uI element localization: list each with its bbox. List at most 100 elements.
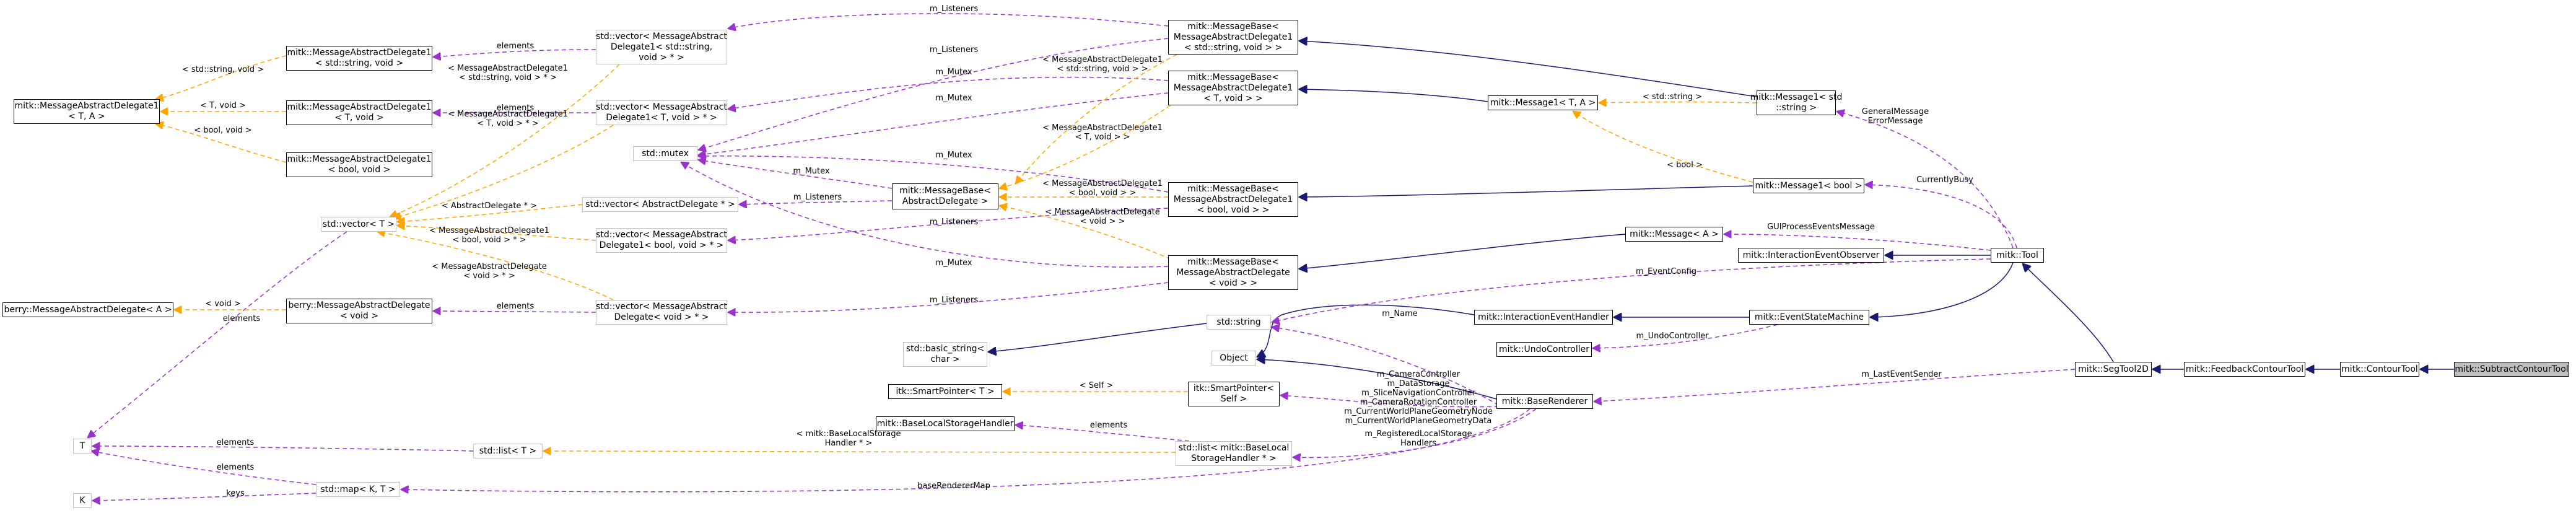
node-label: mitk::ContourTool [2341,364,2418,374]
t-param-node[interactable]: T [73,439,92,454]
elements-list-edge [93,446,474,452]
node-label: mitk::BaseRenderer [1501,396,1588,406]
message-base-delegate1-t-node[interactable]: mitk::MessageBase<MessageAbstractDelegat… [1168,71,1298,105]
tpl-vector-t-label: < MessageAbstractDelegate1< T, void > * … [448,110,568,128]
node-label: std::list< mitk::BaseLocal [1178,443,1290,453]
node-label: Delegate1< T, void > * > [606,113,717,123]
subtract-contour-tool-node[interactable]: mitk::SubtractContourTool [2454,362,2569,377]
listeners-bool-edge [728,208,1169,240]
itk-smartpointer-t-node[interactable]: itk::SmartPointer< T > [888,384,1002,399]
msgbase-delegate-to-message-a-edge [1299,234,1626,269]
tpl-vector-t-edge [394,125,614,218]
std-vector-t-node[interactable]: std::vector< T > [321,217,396,232]
berry-message-abstract-delegate-void-node[interactable]: berry::MessageAbstractDelegate< void > [286,299,432,323]
node-label: Delegate1< std::string, [610,42,713,52]
last-event-sender-label: m_LastEventSender [1861,370,1942,379]
listeners-t-label: m_Listeners [930,45,978,55]
contour-tool-node[interactable]: mitk::ContourTool [2340,362,2419,377]
node-label: < bool, void > [328,165,391,175]
tpl-msgbase-bool-label: < MessageAbstractDelegate1< bool, void >… [1042,179,1163,198]
node-label: mitk::Message1< bool > [1755,180,1862,191]
node-label: berry::MessageAbstractDelegate [288,300,430,310]
node-label: mitk::MessageBase< [1187,21,1279,32]
node-label: mitk::SubtractContourTool [2455,364,2569,374]
listeners-t-edge [728,76,1169,109]
elements-map-label: elements [217,463,255,472]
mutex-from-abstract-edge [699,160,893,189]
node-label: std::vector< T > [322,219,395,229]
std-basic-string-node[interactable]: std::basic_string<char > [903,342,987,367]
interaction-event-handler-node[interactable]: mitk::InteractionEventHandler [1474,310,1613,325]
k-param-node[interactable]: K [73,493,92,508]
message-abstract-delegate1-ta-node[interactable]: mitk::MessageAbstractDelegate1< T, A > [14,99,160,124]
node-label: std::vector< MessageAbstract [596,302,727,312]
std-list-t-node[interactable]: std::list< T > [473,444,543,458]
std-map-node[interactable]: std::map< K, T > [316,482,400,497]
base-local-storage-handler-node[interactable]: mitk::BaseLocalStorageHandler [876,416,1015,431]
node-label: berry::MessageAbstractDelegate< A > [4,304,172,315]
mutex-from-delegate-label: m_Mutex [935,258,972,268]
node-label: std::vector< MessageAbstract [596,102,727,112]
event-state-machine-node[interactable]: mitk::EventStateMachine [1749,310,1869,325]
node-label: < void > > [1208,278,1258,288]
node-label: mitk::InteractionEventObserver [1742,250,1880,260]
base-renderer-node[interactable]: mitk::BaseRenderer [1496,394,1593,409]
message1-bool-node[interactable]: mitk::Message1< bool > [1753,178,1864,193]
statemachine-to-tool-edge [1871,262,2014,317]
itk-smartpointer-self-node[interactable]: itk::SmartPointer<Self > [1188,382,1280,406]
tpl-vector-bool-label: < MessageAbstractDelegate1< bool, void >… [429,226,549,245]
vector-abstract-delegate-node[interactable]: std::vector< AbstractDelegate * > [582,197,738,212]
tpl-msgbase-string-label: < MessageAbstractDelegate1< std::string,… [1042,55,1163,74]
std-string-node[interactable]: std::string [1207,315,1271,330]
std-mutex-node[interactable]: std::mutex [633,146,697,161]
message-base-delegate1-string-node[interactable]: mitk::MessageBase<MessageAbstractDelegat… [1168,20,1298,55]
message-base-abstract-node[interactable]: mitk::MessageBase<AbstractDelegate > [892,183,998,209]
base-renderer-map-label: baseRendererMap [917,481,990,491]
node-label: mitk::MessageAbstractDelegate1 [287,154,432,164]
node-label: < T, void > > [1203,93,1263,103]
tpl-msgbase-t-label: < MessageAbstractDelegate1< T, void > > [1042,123,1163,142]
tpl-message1-string-edge [1599,102,1757,103]
object-node[interactable]: Object [1212,351,1256,366]
message-a-node[interactable]: mitk::Message< A > [1625,227,1723,242]
node-label: Delegate< void > * > [614,312,709,322]
seg-tool-2d-node[interactable]: mitk::SegTool2D [2075,362,2152,377]
msgbase-string-to-message1-string-edge [1299,41,1757,97]
message-abstract-delegate1-string-node[interactable]: mitk::MessageAbstractDelegate1< std::str… [286,46,432,71]
tpl-vector-bool-edge [398,226,596,241]
message1-t-a-node[interactable]: mitk::Message1< T, A > [1488,95,1598,110]
node-label: < std::string, void > > [1184,42,1283,53]
tool-node[interactable]: mitk::Tool [1991,248,2044,263]
berry-message-abstract-delegate-a-node[interactable]: berry::MessageAbstractDelegate< A > [2,302,173,317]
message1-std-string-node[interactable]: mitk::Message1< std::string > [1750,90,1842,115]
message-base-delegate1-bool-node[interactable]: mitk::MessageBase<MessageAbstractDelegat… [1168,182,1298,217]
listeners-delegate-label: m_Listeners [930,296,978,305]
node-label: Delegate1< bool, void > * > [599,240,724,250]
listeners-delegate-edge [728,282,1169,312]
message-abstract-delegate1-bool-node[interactable]: mitk::MessageAbstractDelegate1< bool, vo… [286,152,432,177]
feedback-contour-tool-node[interactable]: mitk::FeedbackContourTool [2184,362,2305,377]
mutex-from-string-edge [699,38,1169,150]
node-label: mitk::Message1< std [1750,92,1843,102]
node-label: < std::string, void > [315,58,404,68]
mutex-from-t-edge [699,92,1169,155]
message-base-delegate-node[interactable]: mitk::MessageBase<MessageAbstractDelegat… [1168,255,1298,290]
interaction-event-observer-node[interactable]: mitk::InteractionEventObserver [1738,248,1884,263]
handler-elements-label: elements [1090,421,1128,430]
node-label: mitk::UndoController [1499,344,1589,354]
node-label: std::mutex [642,148,689,159]
listeners-string-edge [728,13,1169,28]
tpl-vector-string-label: < MessageAbstractDelegate1< std::string,… [448,64,568,82]
tpl-vector-string-edge [390,64,620,217]
node-label: char > [930,354,960,364]
undo-controller-node[interactable]: mitk::UndoController [1496,342,1592,357]
message-abstract-delegate1-t-node[interactable]: mitk::MessageAbstractDelegate1< T, void … [286,100,432,125]
